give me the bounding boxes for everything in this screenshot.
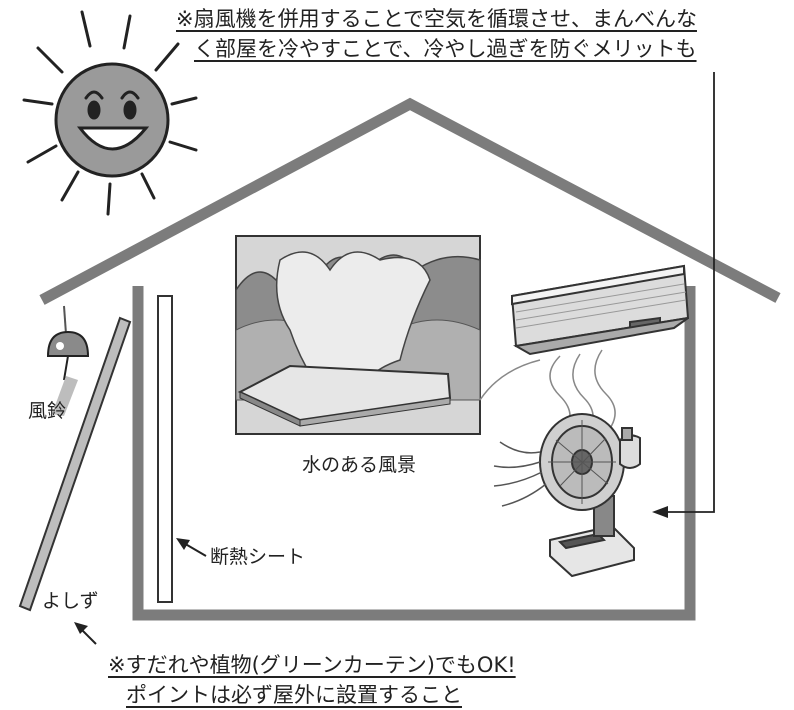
pointer-arrow-yoshizu <box>74 622 97 645</box>
yoshizu-label: よしず <box>42 590 99 612</box>
landscape-picture <box>235 235 481 435</box>
pointer-arrow-insulation <box>176 538 207 557</box>
fan-air-flow <box>493 441 547 507</box>
bottom-note-line2: ポイントは必ず屋外に設置すること <box>126 683 462 707</box>
sun-icon <box>22 10 198 216</box>
yoshizu-screen <box>18 316 132 612</box>
insulation-sheet <box>157 295 173 603</box>
bottom-note-line1: ※すだれや植物(グリーンカーテン)でもOK! <box>108 653 516 677</box>
wind-chime-label: 風鈴 <box>28 400 67 422</box>
air-conditioner-icon <box>510 264 690 356</box>
callout-top-to-fan <box>652 72 715 518</box>
top-note-line2: く部屋を冷やすことで、冷やし過ぎを防ぐメリットも <box>194 37 697 61</box>
wind-chime-icon <box>46 305 90 416</box>
insulation-sheet-label: 断熱シート <box>210 546 306 568</box>
electric-fan-icon <box>539 413 641 578</box>
picture-label: 水のある風景 <box>302 454 417 476</box>
house-outline <box>39 97 781 621</box>
top-note-line1: ※扇風機を併用することで空気を循環させ、まんべんな <box>176 7 697 31</box>
